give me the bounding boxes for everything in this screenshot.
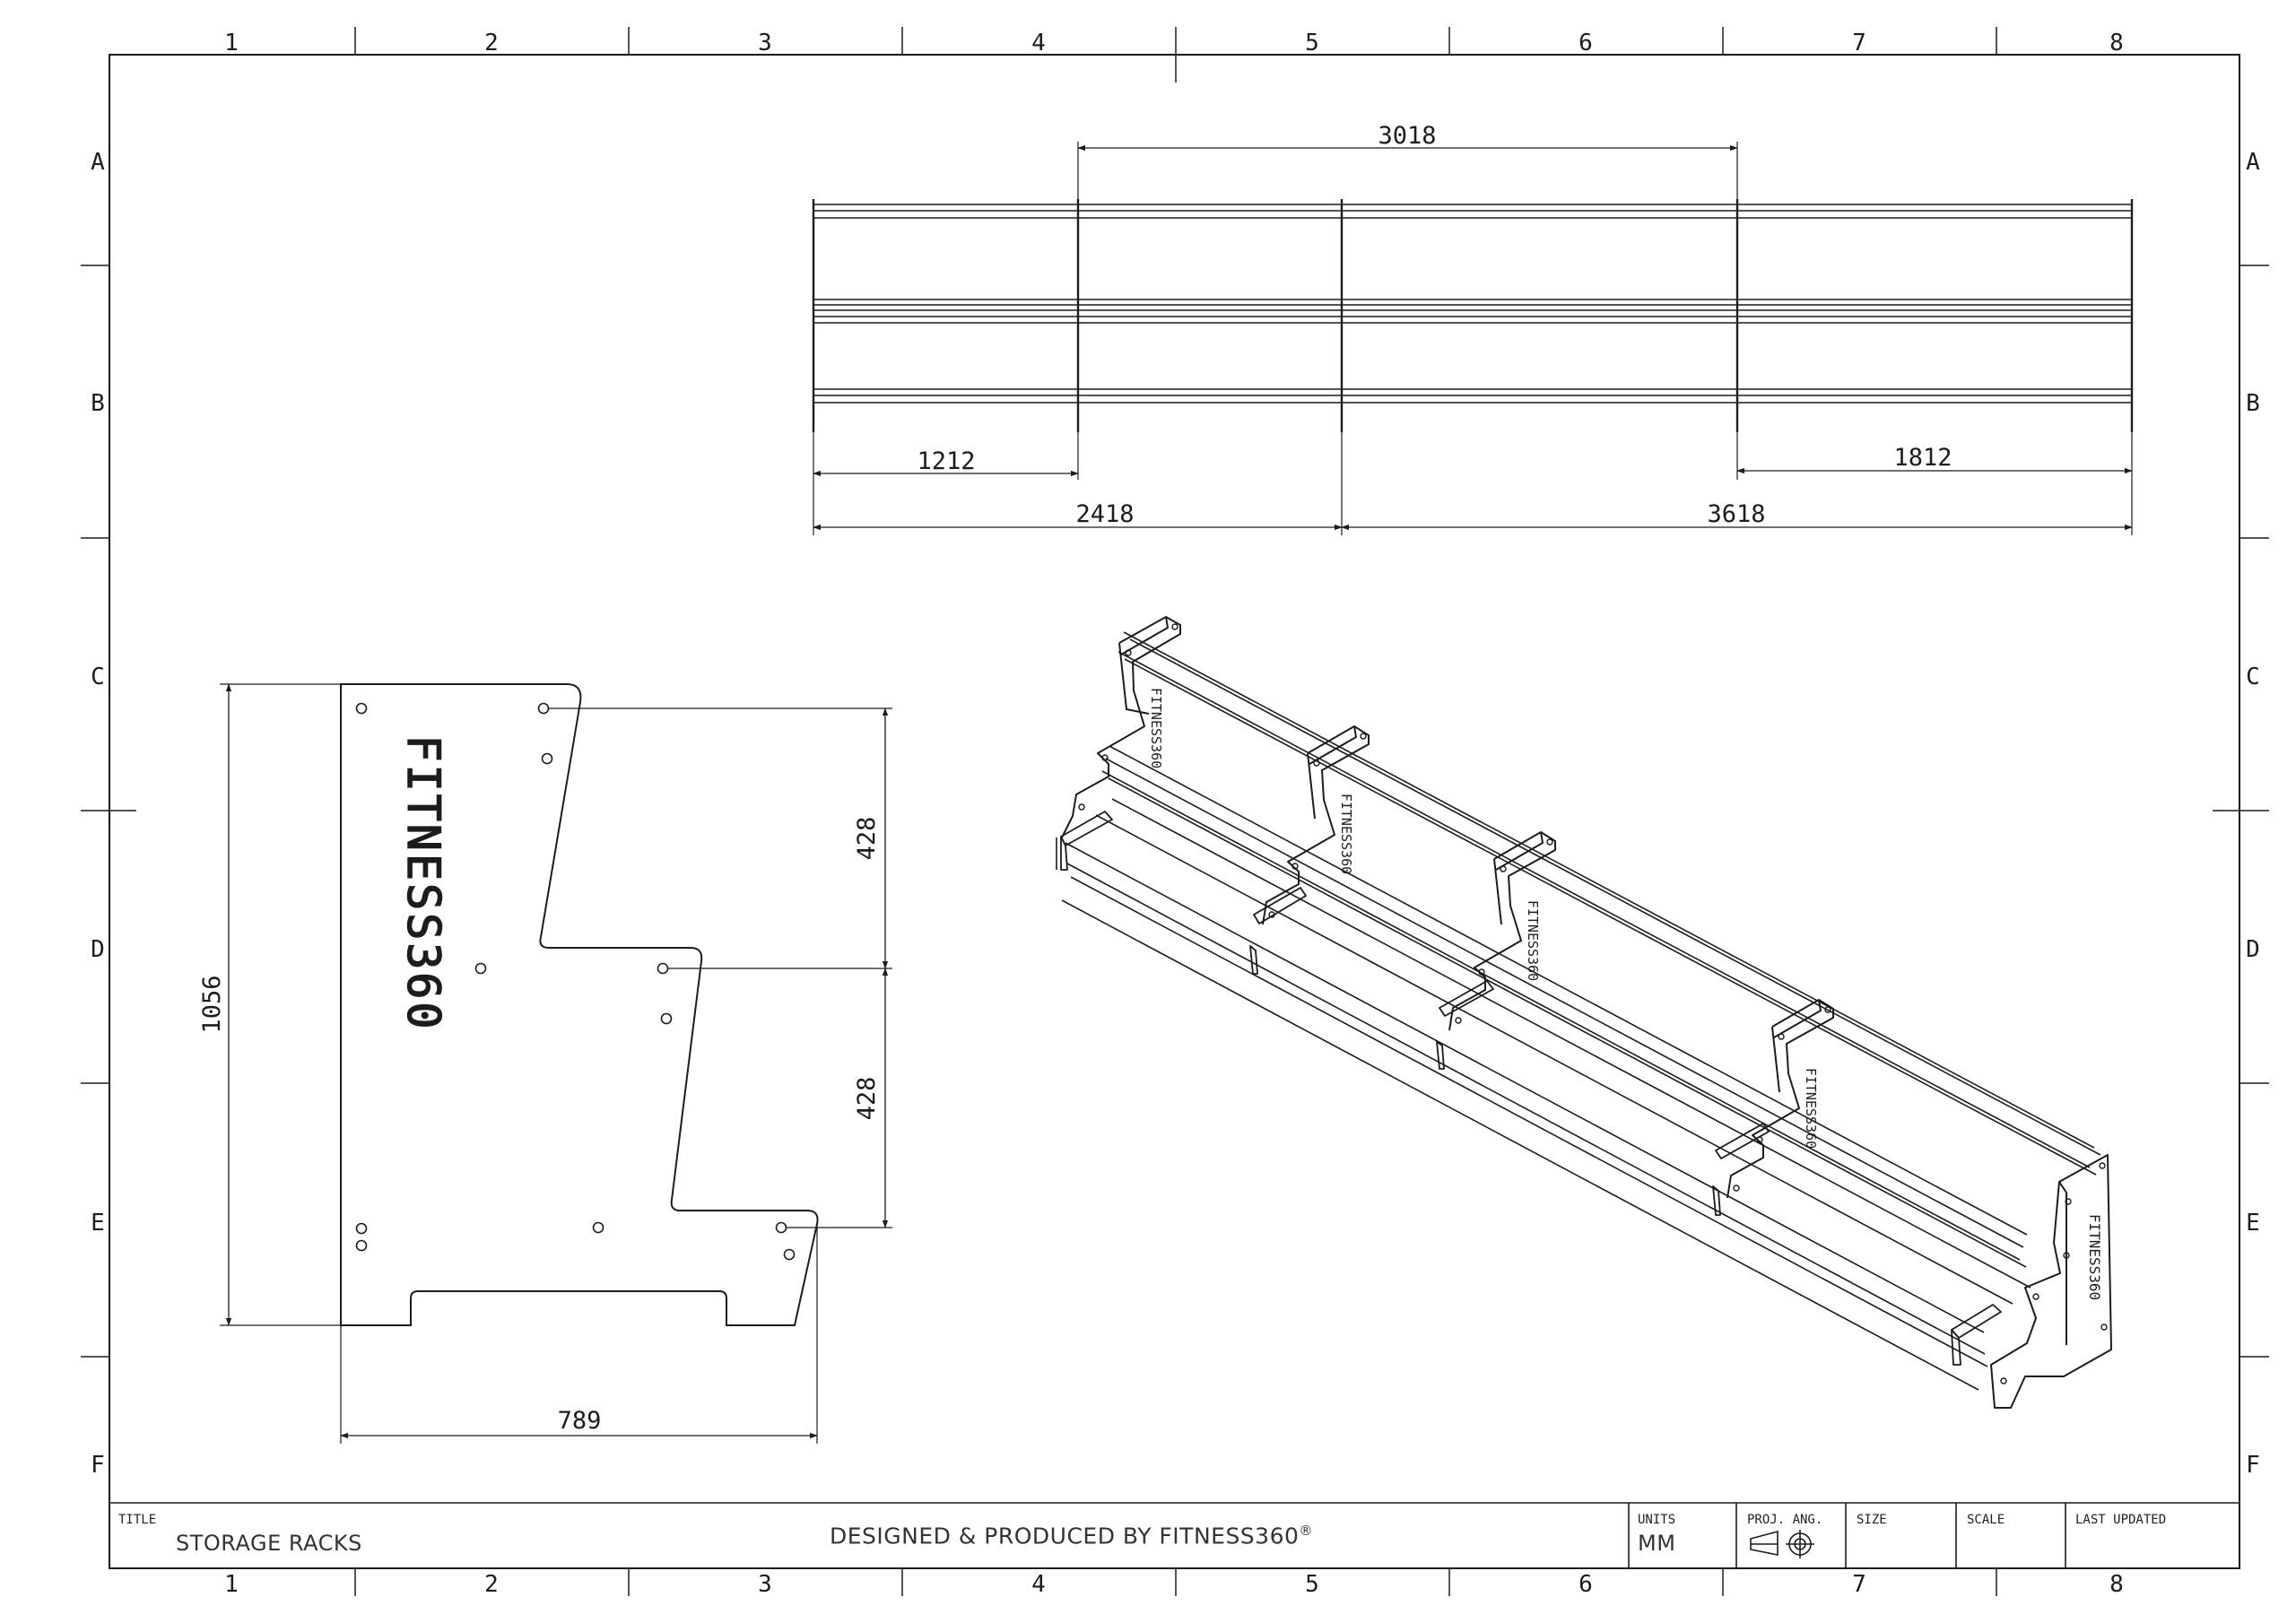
registered-mark: ®	[1299, 1523, 1313, 1539]
dim-side-step-upper: 428	[853, 817, 881, 861]
side-panel-holes	[355, 702, 796, 1261]
iso-frame-2	[1262, 725, 1370, 925]
zone-row-d-left: D	[91, 936, 105, 963]
zone-row-d-right: D	[2246, 936, 2260, 963]
zone-row-a-right: A	[2246, 149, 2260, 176]
top-view-dimension-lines	[813, 144, 2133, 531]
top-view-extension-lines	[813, 142, 2133, 535]
top-view	[812, 142, 2134, 535]
dim-side-height: 1056	[198, 975, 226, 1033]
iso-engraving-frame-2: FITNESS360	[1338, 794, 1354, 874]
zone-row-b-right: B	[2246, 390, 2260, 417]
zone-col-5-top: 5	[1305, 30, 1319, 56]
zone-labels: 1 2 3 4 5 6 7 8 1 2 3 4 5 6 7 8 A B C D …	[91, 30, 2260, 1598]
proj-angle-label: PROJ. ANG.	[1747, 1513, 1823, 1527]
zone-col-4-bottom: 4	[1031, 1571, 1046, 1598]
zone-row-f-right: F	[2246, 1452, 2260, 1479]
zone-row-f-left: F	[91, 1452, 105, 1479]
zone-row-c-right: C	[2246, 664, 2260, 690]
zone-col-7-top: 7	[1852, 30, 1866, 56]
designed-by: DESIGNED & PRODUCED BY FITNESS360®	[830, 1523, 1313, 1549]
side-panel-engraving: FITNESS360	[397, 734, 449, 1031]
iso-frame-holes	[1078, 623, 2108, 1384]
iso-engraving-frame-1: FITNESS360	[1148, 688, 1164, 768]
dim-top-right-half: 3618	[1707, 500, 1765, 528]
iso-frame-4	[1726, 999, 1834, 1199]
iso-engraving-frame-5: FITNESS360	[2086, 1214, 2103, 1300]
drawing-border	[109, 54, 2240, 1569]
title-label: TITLE	[118, 1513, 157, 1527]
dim-side-depth: 789	[558, 1407, 602, 1435]
iso-frame-5	[1990, 1154, 2112, 1409]
scale-label: SCALE	[1967, 1513, 2005, 1527]
units-label: UNITS	[1638, 1513, 1676, 1527]
zone-ticks	[81, 27, 2269, 1596]
zone-col-1-top: 1	[224, 30, 239, 56]
iso-trays	[1060, 811, 2002, 1366]
side-panel-outline	[340, 683, 819, 1326]
dim-side-step-lower: 428	[853, 1077, 881, 1121]
top-view-uprights	[812, 199, 2134, 432]
iso-engraving-frame-4: FITNESS360	[1803, 1068, 1819, 1149]
zone-row-b-left: B	[91, 390, 105, 417]
top-view-rails	[813, 204, 2132, 404]
designed-by-text: DESIGNED & PRODUCED BY FITNESS360	[830, 1523, 1300, 1549]
zone-row-e-right: E	[2246, 1210, 2260, 1237]
dim-top-left-half: 2418	[1075, 500, 1134, 528]
iso-engraving-frame-3: FITNESS360	[1525, 900, 1541, 981]
title-value: STORAGE RACKS	[176, 1531, 362, 1556]
zone-row-a-left: A	[91, 149, 105, 176]
size-label: SIZE	[1857, 1513, 1887, 1527]
side-panel-dimension-lines	[225, 683, 889, 1439]
zone-col-7-bottom: 7	[1852, 1571, 1866, 1598]
iso-frames	[1061, 616, 2112, 1409]
dim-top-right-bay: 1812	[1893, 444, 1952, 472]
side-panel-view	[220, 683, 892, 1444]
zone-col-6-bottom: 6	[1578, 1571, 1593, 1598]
iso-rails	[1056, 631, 2101, 1391]
title-block-frame	[109, 1502, 2239, 1568]
zone-col-8-top: 8	[2109, 30, 2124, 56]
zone-col-1-bottom: 1	[224, 1571, 239, 1598]
zone-col-4-top: 4	[1031, 30, 1046, 56]
zone-row-c-left: C	[91, 664, 105, 690]
iso-frame-3	[1448, 831, 1556, 1031]
zone-col-3-top: 3	[758, 30, 772, 56]
zone-row-e-left: E	[91, 1210, 105, 1237]
zone-col-5-bottom: 5	[1305, 1571, 1319, 1598]
zone-col-2-bottom: 2	[484, 1571, 499, 1598]
zone-col-3-bottom: 3	[758, 1571, 772, 1598]
units-value: MM	[1638, 1531, 1676, 1556]
zone-col-2-top: 2	[484, 30, 499, 56]
zone-col-8-bottom: 8	[2109, 1571, 2124, 1598]
dim-top-overall-mid: 3018	[1378, 122, 1436, 150]
projection-angle-icon	[1750, 1530, 1814, 1558]
iso-view	[1056, 616, 2112, 1409]
zone-col-6-top: 6	[1578, 30, 1593, 56]
last-updated-label: LAST UPDATED	[2075, 1513, 2167, 1527]
side-panel-extension-lines	[220, 683, 892, 1444]
dim-top-left-bay: 1212	[917, 447, 975, 475]
iso-frame-1	[1061, 616, 1181, 838]
